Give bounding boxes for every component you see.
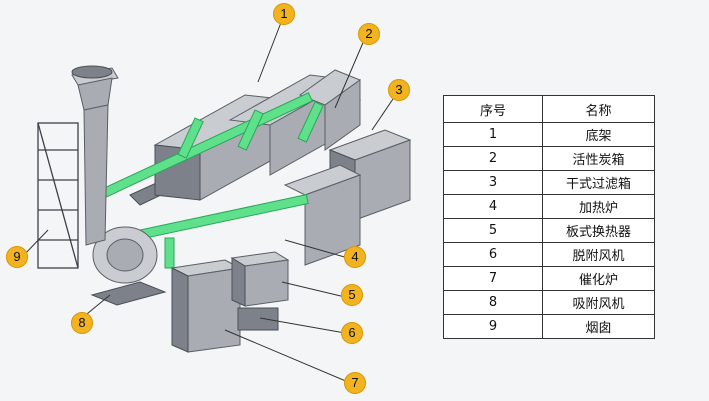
table-row: 2 活性炭箱	[443, 146, 655, 171]
callout-5: 5	[341, 284, 363, 306]
row-index: 5	[443, 218, 543, 243]
table-row: 6 脱附风机	[443, 242, 655, 267]
callout-1: 1	[273, 3, 295, 25]
row-name: 脱附风机	[542, 242, 655, 267]
filter-box	[283, 129, 412, 266]
table-row: 9 烟囱	[443, 314, 655, 339]
leader-lines	[21, 19, 396, 383]
row-name: 活性炭箱	[542, 146, 655, 171]
parts-legend-table: 序号 名称 1 底架 2 活性炭箱 3 干式过滤箱 4 加热炉 5 板式换热器 …	[443, 95, 655, 339]
row-name: 加热炉	[542, 194, 655, 219]
table-row: 7 催化炉	[443, 266, 655, 291]
callout-7: 7	[344, 372, 366, 394]
header-index: 序号	[443, 95, 543, 123]
catalytic-unit	[170, 251, 290, 353]
callout-9: 9	[6, 246, 28, 268]
row-index: 1	[443, 122, 543, 147]
table-row: 4 加热炉	[443, 194, 655, 219]
chimney	[37, 65, 119, 269]
row-index: 3	[443, 170, 543, 195]
table-row: 8 吸附风机	[443, 290, 655, 315]
callout-3: 3	[388, 79, 410, 101]
row-index: 8	[443, 290, 543, 315]
header-name: 名称	[542, 95, 655, 123]
row-name: 烟囱	[542, 314, 655, 339]
callout-6: 6	[341, 322, 363, 344]
fan-unit	[90, 226, 167, 306]
row-index: 7	[443, 266, 543, 291]
row-index: 9	[443, 314, 543, 339]
row-index: 4	[443, 194, 543, 219]
row-name: 催化炉	[542, 266, 655, 291]
green-pipes	[99, 92, 324, 269]
callout-2: 2	[358, 23, 380, 45]
row-name: 板式换热器	[542, 218, 655, 243]
table-row: 3 干式过滤箱	[443, 170, 655, 195]
callout-8: 8	[71, 312, 93, 334]
row-index: 2	[443, 146, 543, 171]
table-header-row: 序号 名称	[443, 95, 655, 123]
table-row: 1 底架	[443, 122, 655, 147]
row-index: 6	[443, 242, 543, 267]
row-name: 吸附风机	[542, 290, 655, 315]
row-name: 干式过滤箱	[542, 170, 655, 195]
table-row: 5 板式换热器	[443, 218, 655, 243]
row-name: 底架	[542, 122, 655, 147]
callout-4: 4	[344, 246, 366, 268]
